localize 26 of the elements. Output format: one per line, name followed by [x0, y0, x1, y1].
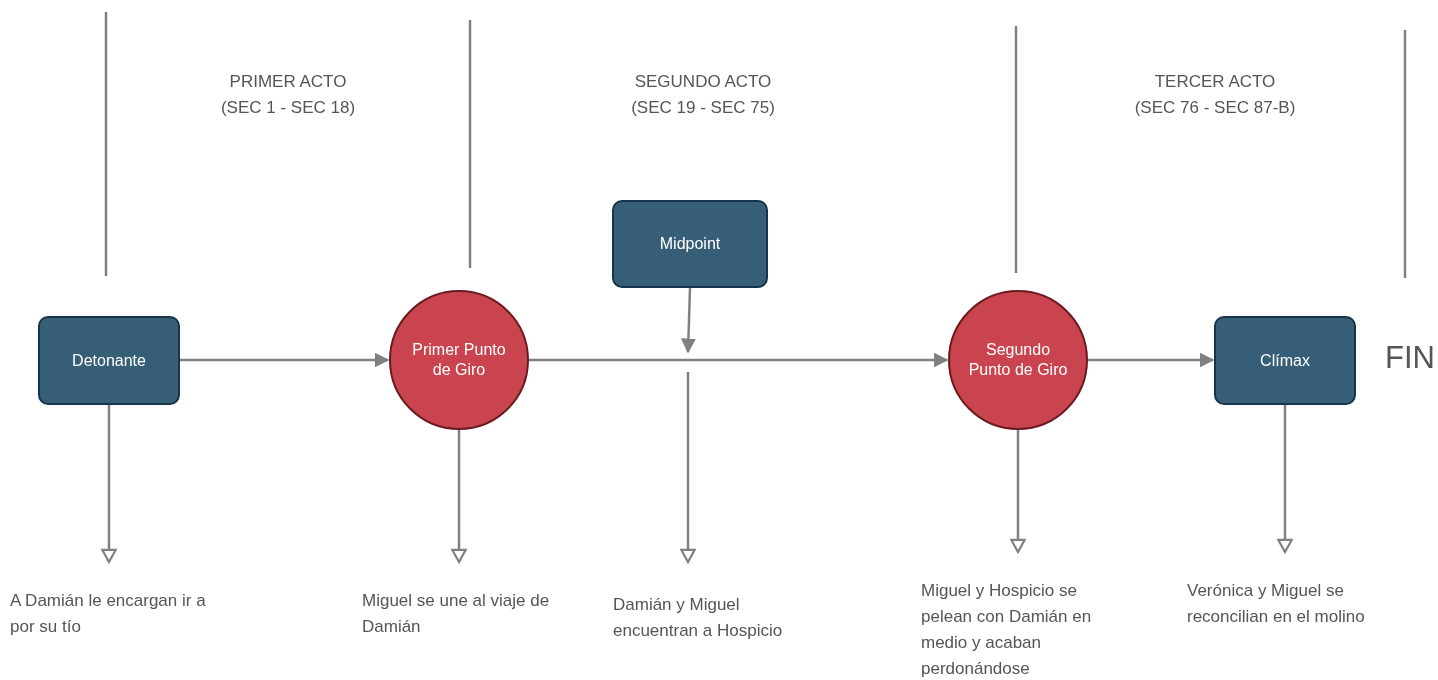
scene-range-label: (SEC 76 - SEC 87-B): [1134, 98, 1296, 118]
act-title: SEGUNDO ACTO: [634, 72, 772, 92]
scene-range-label: (SEC 19 - SEC 75): [631, 98, 775, 118]
end-label: FIN: [1385, 340, 1435, 376]
event-note: A Damián le encargan ir a por su tío: [10, 588, 225, 646]
event-note: Miguel y Hospicio se pelean con Damián en medio y acaban perdonándose: [921, 578, 1111, 680]
arrow: [451, 430, 467, 564]
event-note: Miguel se une al viaje de Damián: [362, 588, 562, 646]
event-note: Damián y Miguel encuentran a Hospicio: [613, 592, 783, 676]
arrow: [680, 287, 696, 354]
arrow: [180, 352, 390, 368]
process-box: Midpoint: [612, 200, 768, 288]
arrow: [1088, 352, 1215, 368]
arrow: [680, 372, 696, 564]
scene-range-label: (SEC 1 - SEC 18): [220, 98, 356, 118]
event-note: Verónica y Miguel se reconcilian en el molino: [1187, 578, 1377, 656]
act-title: TERCER ACTO: [1154, 72, 1276, 92]
process-box: Clímax: [1214, 316, 1356, 405]
turning-point-circle: Primer Punto de Giro: [389, 290, 529, 430]
act-title: PRIMER ACTO: [229, 72, 347, 92]
turning-point-circle: Segundo Punto de Giro: [948, 290, 1088, 430]
arrow: [1010, 430, 1026, 554]
arrow: [1277, 405, 1293, 554]
arrow: [529, 352, 949, 368]
arrow: [101, 405, 117, 564]
process-box: Detonante: [38, 316, 180, 405]
